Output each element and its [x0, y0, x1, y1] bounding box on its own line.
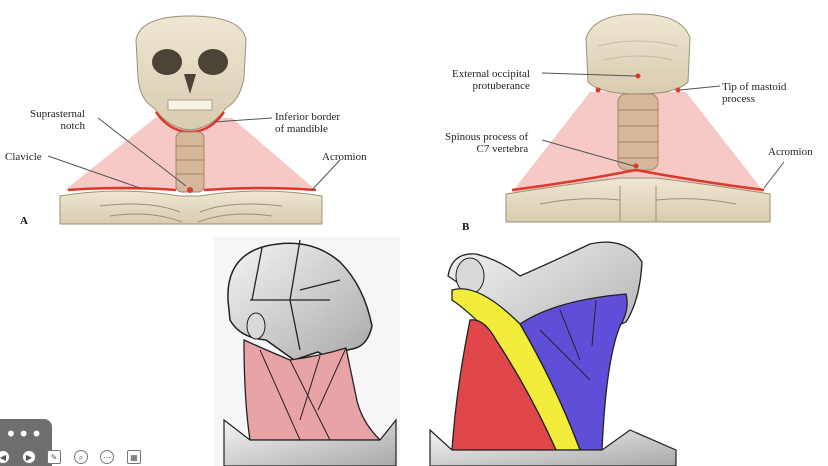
more-options-button[interactable]: •••: [5, 422, 44, 446]
leader-mastoid: [679, 85, 721, 91]
panel-b-mastoid-left: [595, 87, 601, 93]
panel-b-shoulders: [505, 177, 771, 223]
panel-b-occipital-point: [635, 73, 641, 79]
panel-b-acromion-line: [511, 168, 765, 192]
bottom-left-figure: [214, 237, 400, 466]
label-clavicle: Clavicle: [5, 151, 42, 163]
panel-b-cervical-spine: [617, 93, 659, 171]
panel-a-orbit-right: [198, 49, 228, 75]
label-inferior-border-of-mandible: Inferior border of mandible: [275, 111, 341, 135]
pen-icon[interactable]: ✎: [47, 450, 61, 464]
panel-b-c7-point: [633, 163, 639, 169]
leader-spinous: [541, 139, 635, 167]
panel-a-cervical-spine: [175, 131, 205, 193]
leader-acromion-b: [763, 161, 785, 189]
panel-b-letter: B: [462, 221, 470, 233]
panel-a-shoulders: [59, 190, 323, 225]
panel-b-mastoid-right: [675, 87, 681, 93]
panel-a-teeth: [167, 99, 213, 111]
label-external-occipital-protuberance: External occipital protuberance: [452, 68, 530, 92]
label-spinous-process-c7: Spinous process of C7 vertebra: [445, 131, 529, 155]
play-icon[interactable]: ▶: [22, 450, 36, 464]
leader-acromion-a: [311, 159, 341, 191]
label-acromion-b: Acromion: [768, 146, 813, 158]
leader-occipital: [541, 72, 637, 77]
label-acromion-a: Acromion: [322, 151, 367, 163]
label-tip-of-mastoid-process: Tip of mastoid process: [722, 81, 787, 105]
panel-a-skull: [135, 15, 247, 131]
leader-lines: [47, 72, 785, 191]
zoom-icon[interactable]: ⌕: [74, 450, 88, 464]
bottom-right-shoulder: [429, 428, 677, 466]
bottom-left-ear: [246, 312, 266, 340]
leader-suprasternal: [97, 117, 187, 187]
leader-mandible: [213, 117, 273, 123]
panel-a-nasal: [184, 74, 196, 94]
bottom-left-muscle-area: [243, 338, 382, 441]
label-suprasternal-notch: Suprasternal notch: [30, 108, 85, 132]
bottom-right-figure: [429, 241, 677, 466]
panel-a-figure: [59, 15, 323, 225]
panel-b-figure: [505, 13, 771, 223]
bottom-left-shoulder: [223, 418, 397, 466]
panel-b-skull: [585, 13, 691, 95]
menu-icon[interactable]: ⋯: [100, 450, 114, 464]
leader-clavicle: [47, 155, 141, 189]
panel-a-letter: A: [20, 215, 28, 227]
bottom-right-red-region: [451, 319, 558, 451]
slides-icon[interactable]: ▦: [127, 450, 141, 464]
panel-a-clavicle-line: [67, 186, 317, 192]
previous-icon[interactable]: ◀: [0, 450, 10, 464]
panel-a-orbit-left: [152, 49, 182, 75]
